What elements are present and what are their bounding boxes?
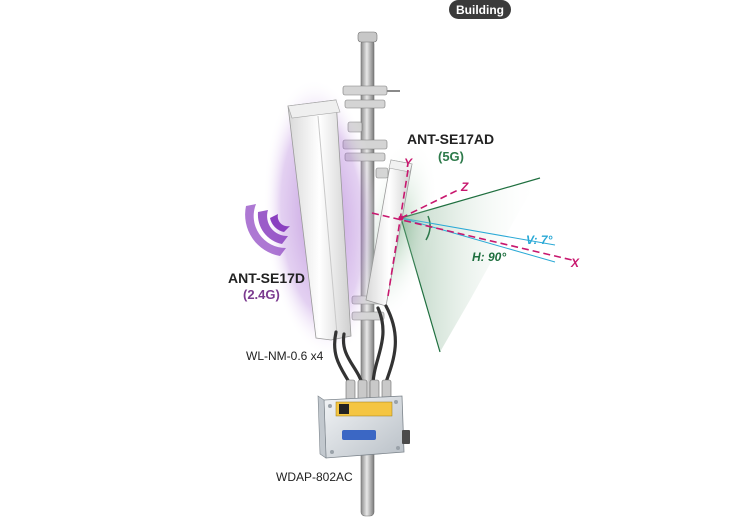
building-badge: Building bbox=[449, 0, 511, 19]
antenna-2-4g-model-label: ANT-SE17D bbox=[228, 270, 306, 286]
vertical-beam-label: V: 7° bbox=[526, 233, 553, 247]
antenna-5g bbox=[353, 137, 439, 327]
cable-label: WL-NM-0.6 x4 bbox=[246, 349, 324, 363]
antenna-2-4g bbox=[263, 78, 381, 358]
antenna-5g-model-label: ANT-SE17AD bbox=[407, 131, 495, 147]
axis-y-label: Y bbox=[404, 156, 413, 170]
access-point-device bbox=[317, 395, 410, 459]
horizontal-beam-label: H: 90° bbox=[472, 250, 507, 264]
cable-connectors bbox=[345, 379, 392, 401]
axis-x-line bbox=[371, 212, 573, 261]
signal-waves-icon bbox=[245, 204, 290, 256]
axis-z-label: Z bbox=[461, 180, 469, 194]
axis-x-label: X bbox=[571, 256, 580, 270]
orientation-axes bbox=[371, 169, 573, 297]
antenna-5g-band-label: (5G) bbox=[438, 149, 464, 164]
device-label: WDAP-802AC bbox=[276, 470, 353, 484]
antenna-2-4g-band-label: (2.4G) bbox=[243, 287, 280, 302]
